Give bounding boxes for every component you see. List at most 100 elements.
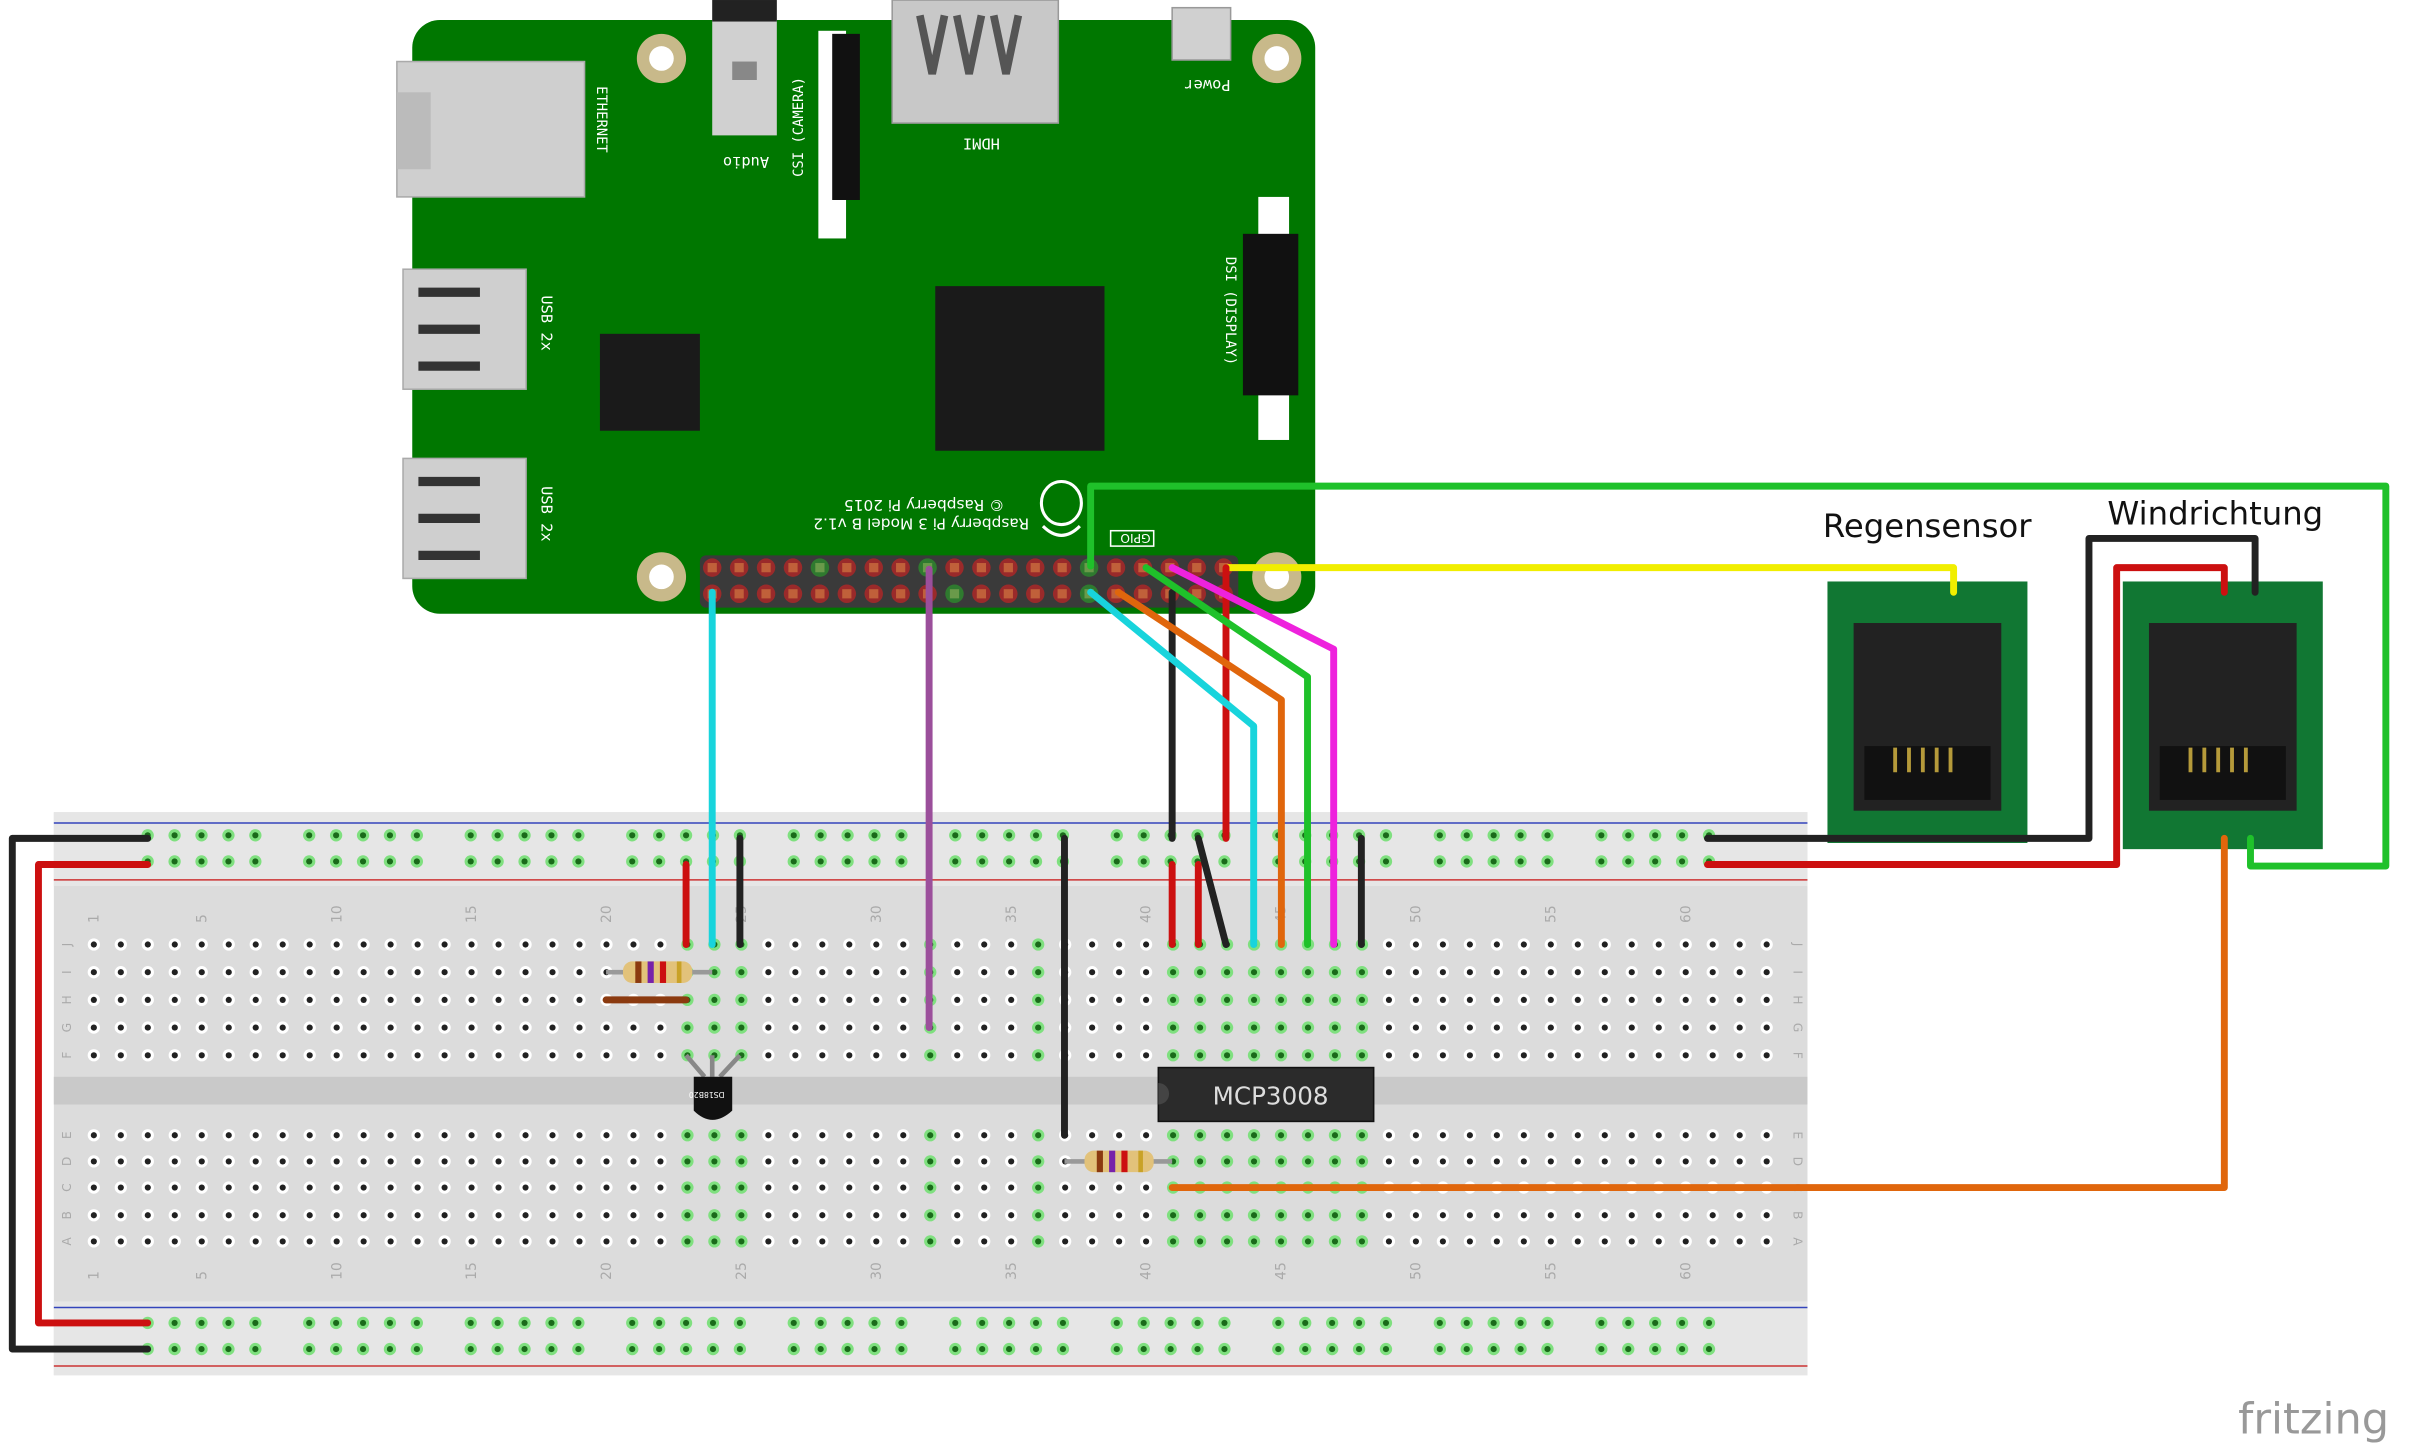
rail-hole-center <box>871 1345 878 1353</box>
breadboard-hole-center <box>522 969 529 976</box>
breadboard-hole-center <box>792 996 799 1003</box>
wire-orange-spi[interactable] <box>1114 588 1285 948</box>
breadboard-hole-center <box>1116 1238 1123 1245</box>
rail-hole-center <box>548 858 555 865</box>
breadboard-hole-center <box>1601 969 1608 976</box>
breadboard-hole-center <box>1358 1052 1366 1059</box>
breadboard-hole-center <box>1682 1212 1689 1219</box>
wire-red-wind[interactable] <box>1704 564 2228 868</box>
gpio-pin-pad <box>976 589 987 599</box>
wire-yellow[interactable] <box>1222 564 1958 596</box>
breadboard-hole-center <box>873 941 880 948</box>
breadboard-hole-center <box>441 1238 448 1245</box>
breadboard-hole-center <box>441 1052 448 1059</box>
rail-hole-center <box>575 832 582 839</box>
breadboard-hole-center <box>387 1024 394 1031</box>
breadboard-hole-center <box>414 1024 421 1031</box>
breadboard-hole-center <box>684 1158 691 1165</box>
breadboard-hole-center <box>333 1158 340 1165</box>
breadboard-hole-center <box>738 1024 745 1031</box>
breadboard-hole-center <box>1601 1158 1608 1165</box>
row-letter: E <box>1791 1131 1805 1139</box>
gpio-pin-pad <box>1138 589 1148 599</box>
breadboard-hole-center <box>279 1184 286 1191</box>
rail-hole-center <box>1167 1345 1174 1353</box>
rail-hole-center <box>467 858 474 865</box>
breadboard-hole-center <box>144 1024 151 1031</box>
ds18b20-sensor: DS18B20 <box>684 1053 742 1120</box>
breadboard-hole-center <box>1385 969 1393 976</box>
wire-red-rail-left[interactable] <box>34 861 152 1327</box>
breadboard-hole-center <box>333 969 340 976</box>
wire-black-wind[interactable] <box>1704 534 2259 842</box>
rail-hole-center <box>1329 1345 1336 1353</box>
wire-magenta-spi[interactable] <box>1168 564 1338 948</box>
breadboard-hole-center <box>1250 1158 1258 1165</box>
rail-hole-center <box>629 858 636 865</box>
wire-black-rail-left[interactable] <box>8 834 152 1353</box>
breadboard-hole-center <box>1709 996 1716 1003</box>
breadboard-hole-center <box>522 1212 529 1219</box>
rail-hole-center <box>386 858 394 865</box>
breadboard-hole-center <box>1736 1158 1743 1165</box>
rail-hole-center <box>1382 1345 1390 1353</box>
breadboard-hole-center <box>1277 996 1285 1003</box>
breadboard-hole-center <box>846 1212 853 1219</box>
breadboard-hole-center <box>1574 996 1581 1003</box>
rail-hole-center <box>333 858 340 865</box>
breadboard-hole-center <box>1304 1212 1312 1219</box>
breadboard-hole-center <box>414 1132 421 1139</box>
rail-hole-center <box>494 1345 501 1353</box>
breadboard-hole-center <box>846 1158 853 1165</box>
rail-hole-center <box>386 1345 394 1353</box>
breadboard-hole-center <box>738 996 745 1003</box>
rail-hole-center <box>1113 1345 1120 1353</box>
ethernet-label: ETHERNET <box>593 86 609 153</box>
rail-hole-center <box>898 832 905 839</box>
wire-black-short-3[interactable] <box>1194 834 1230 948</box>
breadboard-hole-center <box>360 1052 367 1059</box>
power-label: Power <box>1184 76 1230 94</box>
rail-hole-center <box>1544 832 1551 839</box>
breadboard-hole-center <box>576 1158 583 1165</box>
breadboard-hole-center <box>1304 1158 1312 1165</box>
breadboard-hole-center <box>819 996 826 1003</box>
rail-hole-center <box>359 858 367 865</box>
wire-green-long[interactable] <box>1087 482 2390 870</box>
dsi-label: DSI (DISPLAY) <box>1222 257 1238 365</box>
breadboard-hole-center <box>1170 969 1177 976</box>
breadboard-hole-center <box>846 941 853 948</box>
column-number: 5 <box>194 914 210 923</box>
breadboard-hole-center <box>1439 1212 1446 1219</box>
column-number: 45 <box>1274 1262 1290 1280</box>
breadboard-hole-center <box>522 1238 529 1245</box>
rail-hole-center <box>1517 858 1524 865</box>
wire-cyan-spi[interactable] <box>1087 588 1258 948</box>
breadboard-hole-center <box>1250 1238 1258 1245</box>
rail-hole-center <box>790 1345 797 1353</box>
breadboard-hole-center <box>846 1052 853 1059</box>
usb-port-1 <box>402 268 527 390</box>
wire-green-spi[interactable] <box>1142 564 1311 948</box>
breadboard-hole-center <box>1520 1132 1527 1139</box>
breadboard-hole-center <box>711 1238 718 1245</box>
breadboard-hole-center <box>1655 969 1662 976</box>
breadboard-hole-center <box>1116 996 1123 1003</box>
rail-hole-center <box>413 1319 420 1326</box>
rail-hole-center <box>1679 1319 1686 1326</box>
gpio-pin-pad <box>788 589 798 599</box>
wire-orange-wind[interactable] <box>1168 834 2228 1192</box>
breadboard-hole-center <box>1331 1052 1339 1059</box>
rail-hole-center <box>171 832 178 839</box>
ethernet-port <box>396 60 586 198</box>
breadboard-hole-center <box>711 969 718 976</box>
breadboard-hole-center <box>954 1158 961 1165</box>
breadboard-hole-center <box>198 1024 205 1031</box>
breadboard-hole-center <box>117 1024 124 1031</box>
rail-hole-center <box>386 832 394 839</box>
breadboard-hole-center <box>900 1212 907 1219</box>
breadboard-hole-center <box>900 969 907 976</box>
breadboard-hole-center <box>792 1212 799 1219</box>
breadboard-hole-center <box>387 1052 394 1059</box>
breadboard-hole-center <box>171 1212 178 1219</box>
